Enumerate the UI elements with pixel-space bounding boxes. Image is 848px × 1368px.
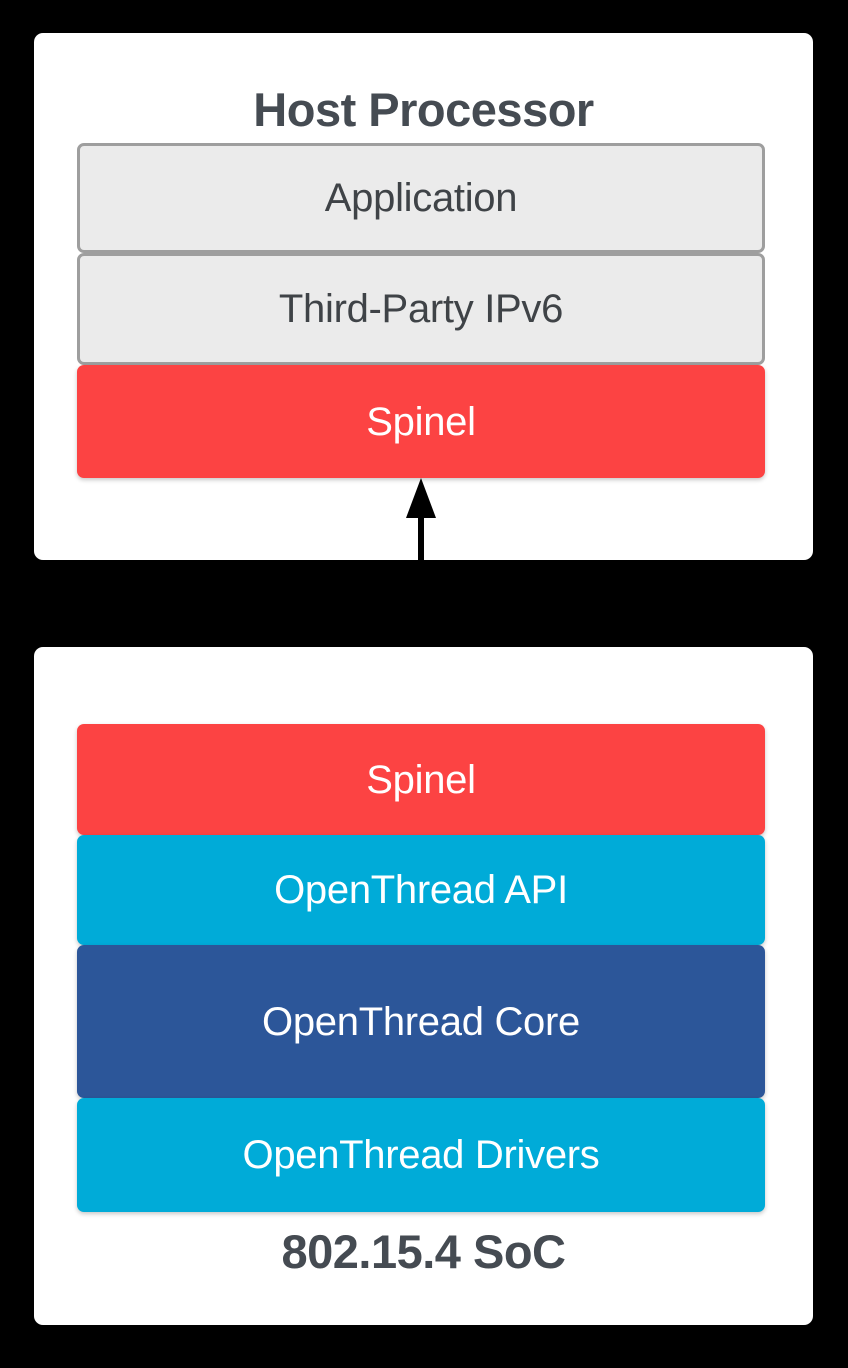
layer-label-openthread-api: OpenThread API <box>274 868 568 912</box>
soc-panel-title: 802.15.4 SoC <box>281 1225 566 1278</box>
layer-box-spinel-host: Spinel <box>77 365 765 478</box>
layer-label-third-party-ipv6: Third-Party IPv6 <box>278 287 564 331</box>
layer-label-openthread-core: OpenThread Core <box>262 999 580 1044</box>
layer-label-spinel-host: Spinel <box>366 399 476 444</box>
layer-box-openthread-core: OpenThread Core <box>77 945 765 1098</box>
layer-box-application: Application <box>77 143 765 253</box>
layer-label-application: Application <box>324 176 518 220</box>
layer-box-spinel-soc: Spinel <box>77 724 765 835</box>
layer-box-third-party-ipv6: Third-Party IPv6 <box>77 253 765 365</box>
layer-label-spinel-soc: Spinel <box>366 757 476 802</box>
layer-label-openthread-drivers: OpenThread Drivers <box>242 1133 600 1177</box>
layer-box-openthread-drivers: OpenThread Drivers <box>77 1098 765 1212</box>
soc-panel: Spinel OpenThread API OpenThread Core Op… <box>34 647 813 1325</box>
host-processor-panel: Host Processor Application Third-Party I… <box>34 33 813 560</box>
layer-box-openthread-api: OpenThread API <box>77 835 765 945</box>
host-processor-title: Host Processor <box>253 83 594 136</box>
